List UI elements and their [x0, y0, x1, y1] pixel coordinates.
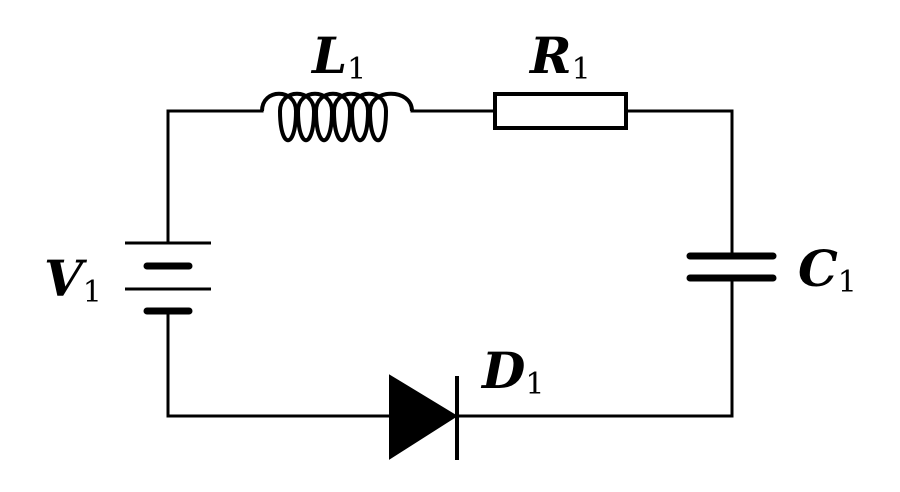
resistor-label-letter: R — [528, 26, 572, 85]
resistor-label: R1 — [528, 26, 591, 87]
source-label: V1 — [44, 249, 102, 310]
diode-symbol — [389, 374, 459, 460]
inductor-label-index: 1 — [347, 52, 366, 87]
diode-triangle — [389, 374, 458, 460]
resistor-label-index: 1 — [572, 52, 591, 87]
wires — [166, 109, 734, 418]
resistor-body — [493, 92, 628, 130]
capacitor-label-letter: C — [798, 239, 838, 298]
diode-label: D1 — [480, 341, 544, 402]
diode-label-letter: D — [480, 341, 525, 400]
capacitor-symbol — [686, 252, 777, 282]
inductor-coil — [260, 91, 414, 143]
inductor-label: L1 — [310, 26, 366, 87]
battery-symbol — [125, 241, 211, 315]
capacitor-label-index: 1 — [838, 265, 857, 300]
capacitor-label: C1 — [798, 239, 857, 300]
diode-label-index: 1 — [525, 367, 544, 402]
source-label-letter: V — [44, 249, 88, 308]
source-label-index: 1 — [83, 275, 102, 310]
inductor-symbol — [260, 91, 414, 143]
resistor-symbol — [493, 92, 628, 130]
inductor-label-letter: L — [310, 26, 347, 85]
